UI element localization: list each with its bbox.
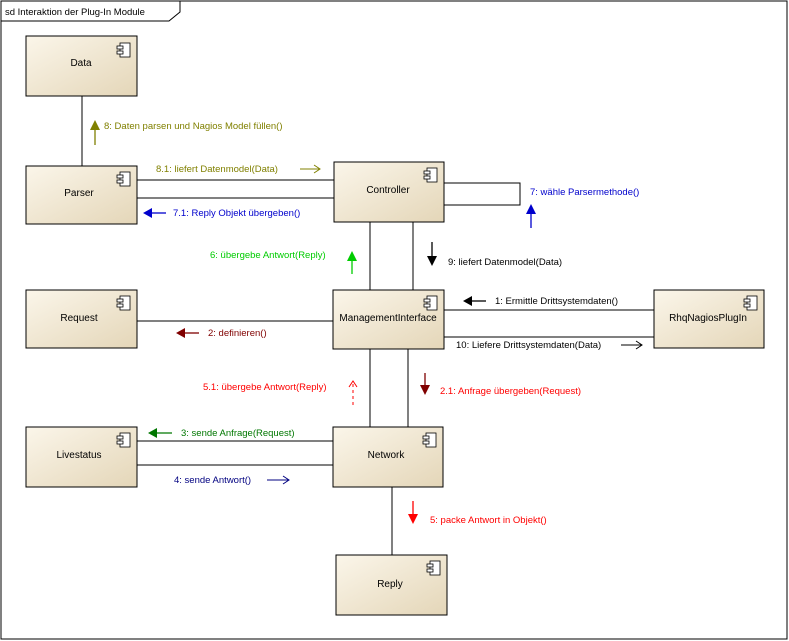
message-9-label: 9: liefert Datenmodel(Data) (448, 257, 562, 268)
frame-title-tag (0, 0, 181, 22)
message-10-label: 10: Liefere Drittsystemdaten(Data) (456, 340, 601, 351)
message-2-1-arrow (420, 373, 430, 395)
component-network[interactable]: Network (332, 426, 444, 488)
message-4-label: 4: sende Antwort() (174, 475, 251, 486)
component-request[interactable]: Request (25, 289, 138, 349)
message-7-label: 7: wähle Parsermethode() (530, 187, 639, 198)
message-5-label: 5: packe Antwort in Objekt() (430, 515, 547, 526)
component-parser[interactable]: Parser (25, 165, 138, 225)
message-2-1-label: 2.1: Anfrage übergeben(Request) (440, 386, 581, 397)
component-livestatus-label: Livestatus (56, 450, 101, 461)
message-3-arrow (148, 428, 172, 438)
message-8-label: 8: Daten parsen und Nagios Model füllen(… (104, 121, 283, 132)
component-livestatus[interactable]: Livestatus (25, 426, 138, 488)
message-3-label: 3: sende Anfrage(Request) (181, 428, 295, 439)
component-reply[interactable]: Reply (335, 554, 448, 616)
link-controller-self (443, 182, 521, 206)
component-controller[interactable]: Controller (333, 161, 445, 223)
component-network-label: Network (368, 450, 406, 461)
frame-title: sd Interaktion der Plug-In Module (5, 7, 145, 18)
component-parser-label: Parser (64, 188, 94, 199)
component-management-interface-label: ManagementInterface (339, 313, 437, 324)
component-data[interactable]: Data (25, 35, 138, 97)
message-7-1-label: 7.1: Reply Objekt übergeben() (173, 208, 300, 219)
message-8-1-arrow (300, 164, 321, 174)
message-5-1-arrow (348, 380, 358, 405)
message-1-arrow (463, 296, 486, 306)
message-7-1-arrow (143, 208, 166, 218)
message-9-arrow (427, 242, 437, 266)
component-plugin-label: RhqNagiosPlugIn (669, 313, 747, 324)
message-4-arrow (267, 475, 290, 485)
connector-lines (81, 96, 654, 555)
message-2-label: 2: definieren() (208, 328, 267, 339)
message-10-arrow (621, 340, 643, 350)
message-6-arrow (347, 251, 357, 274)
message-5-1-label: 5.1: übergebe Antwort(Reply) (203, 382, 327, 393)
component-controller-label: Controller (366, 185, 410, 196)
message-8-1-label: 8.1: liefert Datenmodel(Data) (156, 164, 278, 175)
message-7-arrow (526, 204, 536, 228)
component-management-interface[interactable]: ManagementInterface (332, 289, 445, 350)
message-8-arrow (90, 120, 100, 145)
message-5-arrow (408, 501, 418, 524)
component-data-label: Data (70, 58, 92, 69)
message-2-arrow (176, 328, 199, 338)
component-request-label: Request (60, 313, 97, 324)
component-reply-label: Reply (377, 579, 403, 590)
message-1-label: 1: Ermittle Drittsystemdaten() (495, 296, 618, 307)
component-rhq-nagios-plugin[interactable]: RhqNagiosPlugIn (653, 289, 765, 349)
message-6-label: 6: übergebe Antwort(Reply) (210, 250, 326, 261)
